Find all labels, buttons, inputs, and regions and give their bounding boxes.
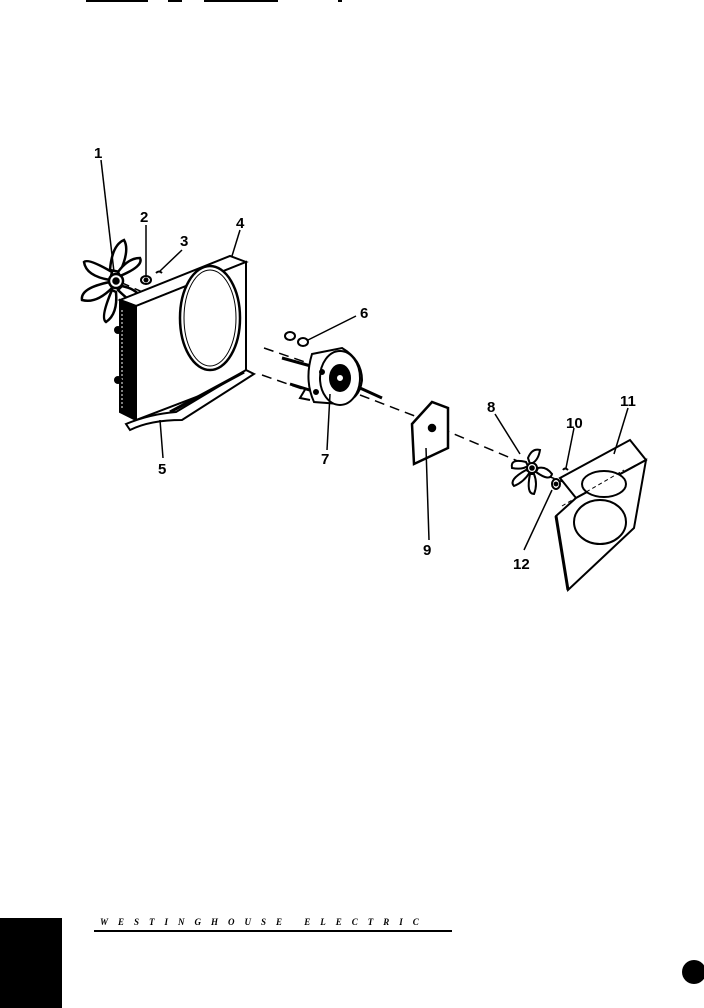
callout-10: 10 xyxy=(566,415,583,432)
callout-11: 11 xyxy=(620,393,636,410)
callout-3: 3 xyxy=(180,233,188,250)
footer: WESTINGHOUSE ELECTRIC xyxy=(0,917,704,1008)
callout-6: 6 xyxy=(360,305,368,322)
nut-part-2 xyxy=(140,275,152,285)
nut-part-6 xyxy=(284,331,309,347)
corner-block xyxy=(0,918,62,1008)
clip-part-3 xyxy=(155,270,163,274)
callout-5: 5 xyxy=(158,461,166,478)
blower-housing-part-11 xyxy=(554,438,648,593)
footer-brand-text: WESTINGHOUSE ELECTRIC xyxy=(100,917,429,927)
callout-8: 8 xyxy=(487,399,495,416)
leader-lines xyxy=(100,159,629,551)
callout-9: 9 xyxy=(423,542,431,559)
callout-7: 7 xyxy=(321,451,329,468)
blower-fan-part-8 xyxy=(510,448,554,496)
corner-dot xyxy=(682,960,704,984)
seal-strip-part-5 xyxy=(124,368,257,432)
callout-12: 12 xyxy=(513,556,530,573)
mounting-plate-part-9 xyxy=(410,400,450,466)
condenser-shroud-part-4 xyxy=(114,254,249,422)
fan-motor-part-7 xyxy=(281,346,383,406)
clip-part-10 xyxy=(562,467,569,471)
callout-4: 4 xyxy=(236,215,245,232)
callout-labels: 1 2 3 4 5 6 7 8 9 10 11 12 xyxy=(94,145,636,573)
nut-part-12 xyxy=(551,478,561,490)
callout-1: 1 xyxy=(94,145,102,162)
callout-2: 2 xyxy=(140,209,148,226)
